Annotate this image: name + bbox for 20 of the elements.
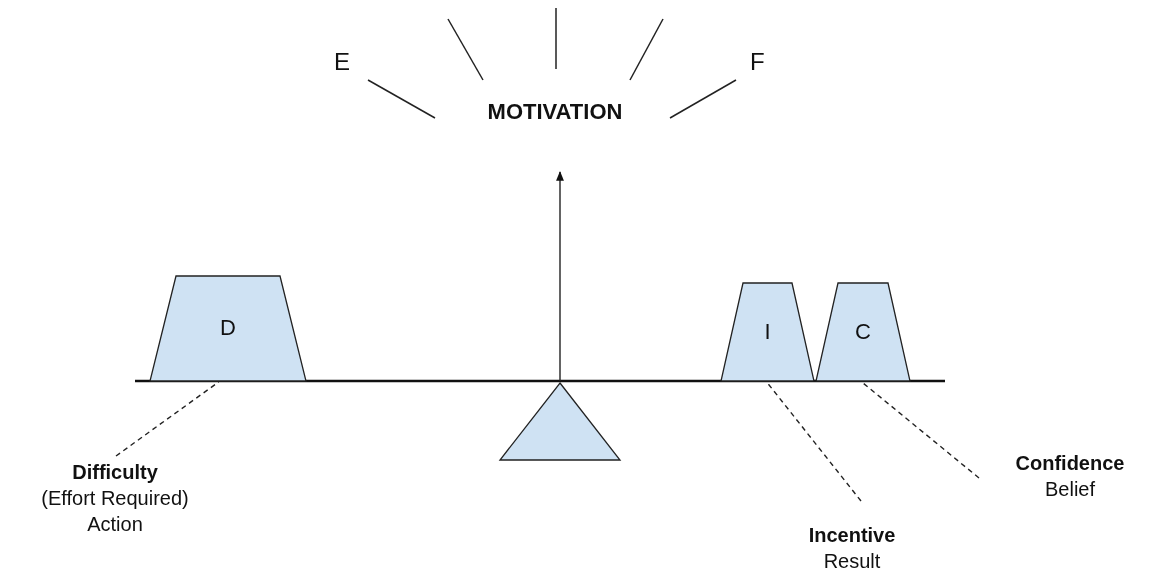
- weight-letter: D: [220, 314, 236, 343]
- term-description: Result: [823, 549, 881, 574]
- term-heading: MOTIVATION: [487, 97, 623, 126]
- term-heading: Incentive: [808, 523, 896, 548]
- trapezoid-weight: [816, 283, 910, 381]
- fulcrum-triangle: [500, 383, 620, 460]
- arrow: [556, 171, 564, 382]
- trapezoid-weight: [150, 276, 306, 381]
- letter-label: E: [334, 48, 350, 76]
- trapezoid-weight: [721, 283, 814, 381]
- term-heading: Confidence: [1015, 451, 1125, 476]
- term-heading: Difficulty: [72, 460, 158, 485]
- term-description: (Effort Required): [41, 486, 189, 511]
- term-description: Belief: [1045, 477, 1095, 502]
- letter-label: F: [750, 48, 765, 76]
- term-description: Action: [87, 512, 143, 537]
- weight-letter: C: [855, 317, 871, 346]
- leader-line: [862, 382, 980, 479]
- leader-line: [766, 382, 862, 502]
- weight-letter: I: [764, 317, 771, 346]
